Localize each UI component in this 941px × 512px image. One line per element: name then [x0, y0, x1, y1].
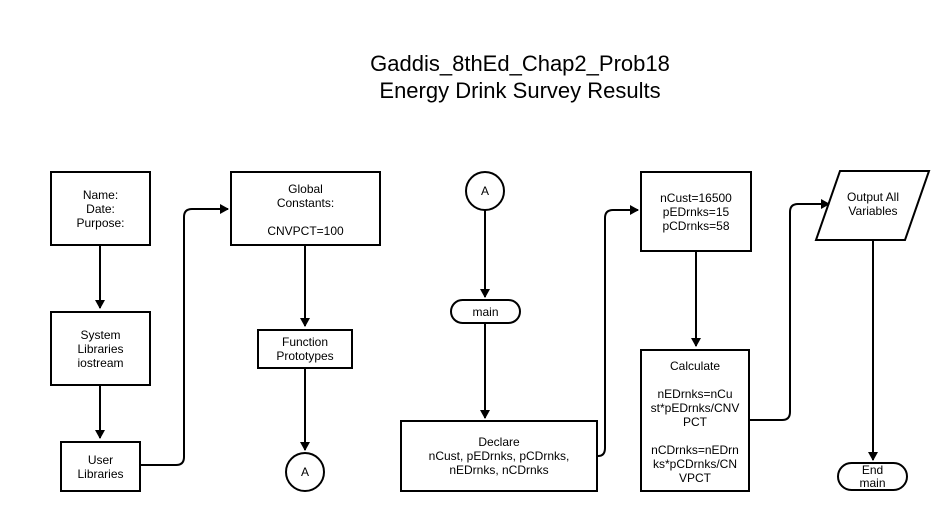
- declare-box: Declare nCust, pEDrnks, pCDrnks, nEDrnks…: [400, 420, 598, 492]
- title-line-2: Energy Drink Survey Results: [379, 78, 661, 103]
- calculate-box: Calculate nEDrnks=nCu st*pEDrnks/CNV PCT…: [640, 349, 750, 492]
- output-text: Output All Variables: [846, 190, 900, 218]
- diagram-title: Gaddis_8thEd_Chap2_Prob18 Energy Drink S…: [0, 50, 941, 104]
- function-prototypes-box: Function Prototypes: [257, 329, 353, 369]
- connector-a-top: A: [465, 171, 505, 211]
- main-terminal: main: [450, 299, 521, 324]
- arrow-user-to-globals: [141, 204, 229, 466]
- initialize-box: nCust=16500 pEDrnks=15 pCDrnks=58: [640, 171, 752, 252]
- arrow-calculate-to-output: [750, 199, 830, 421]
- title-line-1: Gaddis_8thEd_Chap2_Prob18: [370, 51, 670, 76]
- connector-a-bottom: A: [285, 452, 325, 492]
- system-libraries-box: System Libraries iostream: [50, 311, 151, 386]
- output-parallelogram: [814, 170, 931, 241]
- user-libraries-box: User Libraries: [60, 441, 141, 492]
- header-box: Name: Date: Purpose:: [50, 171, 151, 246]
- global-constants-box: Global Constants: CNVPCT=100: [230, 171, 381, 246]
- arrow-declare-to-initialize: [597, 205, 639, 457]
- end-main-terminal: End main: [837, 462, 908, 491]
